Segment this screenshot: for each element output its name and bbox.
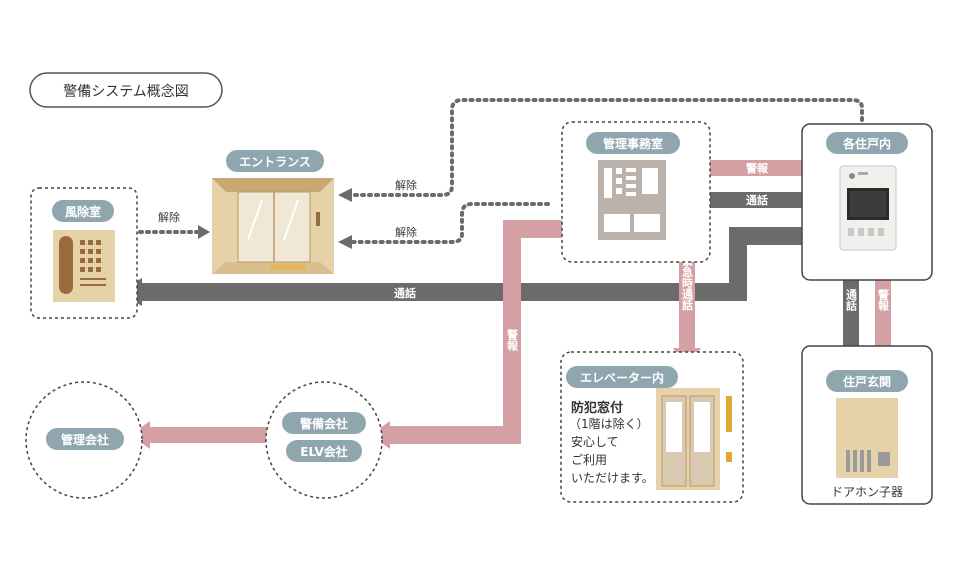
label-call-office: 通話 (746, 193, 768, 207)
label-emergency-call: 緊急時通話 (681, 255, 694, 311)
unlock-lines (138, 98, 864, 244)
elevator-line4: いただけます。 (571, 471, 654, 485)
elv-label: ELV会社 (300, 444, 347, 459)
node-dwelling: 各住戸内 (801, 123, 933, 281)
keypad-icon (80, 240, 106, 286)
elevator-heading: 防犯窓付 (571, 400, 623, 416)
elevator-window-left (666, 402, 682, 452)
entrance-ceiling (212, 178, 334, 192)
label-report-vertical-left: 警報 (506, 328, 520, 352)
call-arrow-office (708, 192, 804, 208)
mgmt-label: 管理会社 (61, 432, 109, 447)
intercom-handset-icon (59, 236, 73, 294)
entrance-mat (270, 264, 306, 270)
unlock-arrowhead-lower (338, 235, 352, 249)
office-badge (586, 132, 680, 154)
entrance-reader-icon (316, 212, 320, 226)
label-unlock-windbreak: 解除 (158, 210, 180, 224)
title-text: 警備システム概念図 (63, 83, 189, 100)
unit-entrance-label: 住戸玄関 (843, 374, 891, 389)
unlock-line-office (350, 202, 550, 244)
diagram-title: 警備システム概念図 (29, 72, 223, 108)
elevator-window-right (694, 402, 710, 452)
windbreak-badge (52, 200, 114, 222)
label-report-vertical: 警報 (877, 288, 891, 312)
node-unit-entrance: 住戸玄関 ドアホン子器 (801, 345, 933, 505)
office-panel-indicators (604, 168, 660, 232)
unlock-line-dwelling (350, 98, 864, 197)
elevator-label: エレベーター内 (580, 370, 664, 385)
report-arrow-security (385, 220, 570, 444)
unlock-arrowhead-windbreak (198, 225, 210, 239)
windbreak-label: 風除室 (65, 204, 101, 219)
emergency-call-arrow (679, 258, 695, 350)
report-arrow-office (708, 160, 822, 176)
dwelling-badge (826, 132, 908, 154)
entrance-badge (226, 150, 324, 172)
door-phone-caption: ドアホン子器 (831, 485, 903, 499)
dwelling-label: 各住戸内 (842, 136, 891, 151)
door-phone-grille-icon (846, 450, 871, 472)
label-report-office: 警報 (745, 161, 769, 175)
security-badge (282, 412, 366, 434)
label-unlock-lower: 解除 (395, 225, 417, 239)
label-call-vertical: 通話 (845, 289, 858, 312)
door-phone-button-icon (878, 452, 890, 466)
node-windbreak: 風除室 (30, 187, 138, 319)
node-elevator: エレベーター内 防犯窓付 （1階は除く） 安心して ご利用 いただけます。 (560, 351, 744, 503)
security-label: 警備会社 (299, 416, 348, 431)
elevator-line1: （1階は除く） (569, 416, 649, 431)
call-arrow-vertical (843, 278, 859, 348)
report-arrow-vertical (875, 262, 891, 348)
elevator-indicator-icon (726, 396, 732, 432)
node-office: 管理事務室 (561, 121, 711, 263)
node-entrance: エントランス (212, 150, 334, 274)
office-label: 管理事務室 (603, 136, 663, 151)
elevator-badge (566, 366, 678, 388)
unlock-arrowhead-upper (338, 188, 352, 202)
label-call-main: 通話 (394, 286, 416, 300)
node-mgmt-company: 管理会社 (25, 381, 143, 499)
label-unlock-upper: 解除 (395, 178, 417, 192)
call-arrow-main (140, 227, 824, 301)
title-pill-border (29, 72, 223, 108)
node-security-circle: 警備会社 ELV会社 (265, 381, 383, 499)
report-arrow-mgmt (148, 427, 276, 443)
mgmt-badge (46, 428, 124, 450)
unit-entrance-badge (826, 370, 908, 392)
elevator-line2: 安心して (571, 434, 619, 449)
elv-badge (286, 440, 362, 462)
elevator-line3: ご利用 (571, 452, 607, 467)
entrance-label: エントランス (239, 155, 311, 169)
